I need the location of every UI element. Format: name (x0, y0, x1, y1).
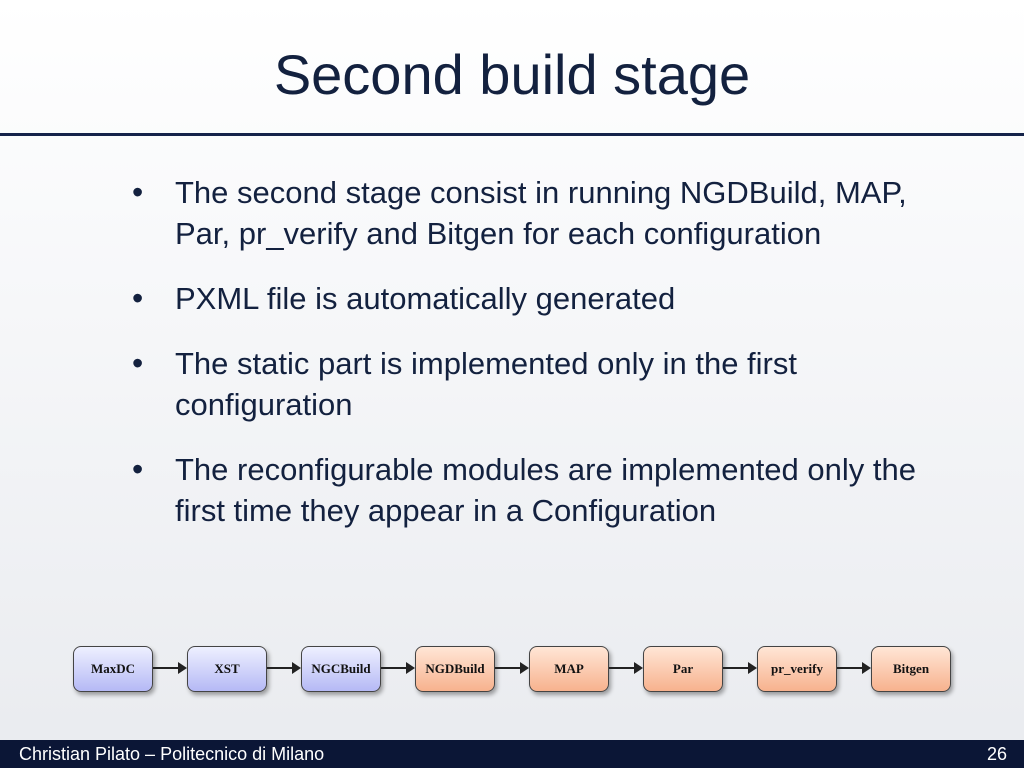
flow-arrow (495, 662, 529, 674)
bullet-item: • PXML file is automatically generated (120, 278, 920, 319)
bullet-icon: • (132, 280, 144, 316)
flow-node-ngdbuild: NGDBuild (415, 646, 495, 692)
flow-node-ngcbuild: NGCBuild (301, 646, 381, 692)
flow-node-par: Par (643, 646, 723, 692)
flow-node-map: MAP (529, 646, 609, 692)
title-divider (0, 133, 1024, 136)
slide-footer: Christian Pilato – Politecnico di Milano… (0, 740, 1024, 768)
bullet-icon: • (132, 345, 144, 381)
bullet-text: The reconfigurable modules are implement… (175, 452, 916, 528)
flow-arrow (153, 662, 187, 674)
bullet-icon: • (132, 174, 144, 210)
page-number: 26 (986, 744, 1007, 764)
footer-author: Christian Pilato – Politecnico di Milano (19, 744, 325, 764)
build-flow-diagram: MaxDC XST NGCBuild NGDBuild MAP Par pr_v… (73, 646, 953, 694)
bullet-list: • The second stage consist in running NG… (120, 172, 920, 555)
bullet-item: • The reconfigurable modules are impleme… (120, 449, 920, 531)
bullet-text: PXML file is automatically generated (175, 281, 676, 316)
flow-node-maxdc: MaxDC (73, 646, 153, 692)
flow-node-bitgen: Bitgen (871, 646, 951, 692)
bullet-text: The static part is implemented only in t… (175, 346, 797, 422)
flow-arrow (837, 662, 871, 674)
flow-arrow (267, 662, 301, 674)
bullet-icon: • (132, 451, 144, 487)
slide-title: Second build stage (273, 43, 751, 106)
bullet-text: The second stage consist in running NGDB… (175, 175, 907, 251)
flow-arrow (723, 662, 757, 674)
flow-arrow (381, 662, 415, 674)
bullet-item: • The second stage consist in running NG… (120, 172, 920, 254)
flow-node-xst: XST (187, 646, 267, 692)
bullet-item: • The static part is implemented only in… (120, 343, 920, 425)
flow-arrow (609, 662, 643, 674)
flow-node-pr-verify: pr_verify (757, 646, 837, 692)
